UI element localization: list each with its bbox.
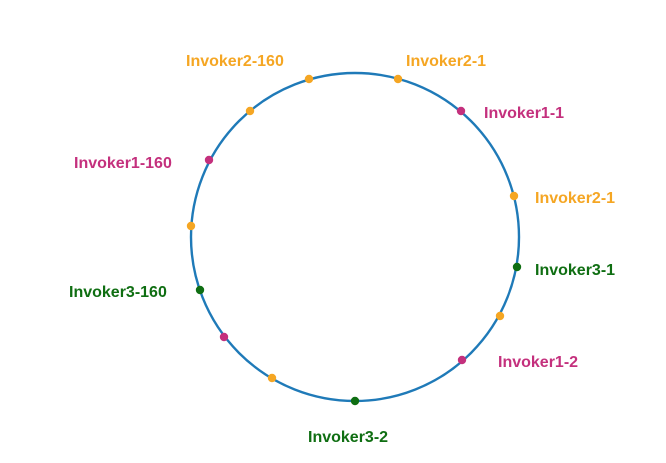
ring-node-invoker2-extra <box>267 373 277 383</box>
ring-node-invoker2-1 <box>393 74 403 84</box>
node-label-invoker3: Invoker3-160 <box>69 284 167 301</box>
ring-node-invoker2-5 <box>509 191 519 201</box>
ring-node-invoker3-9 <box>195 285 205 295</box>
node-label-invoker2: Invoker2-1 <box>535 190 615 207</box>
ring-node-invoker1-2 <box>456 106 466 116</box>
ring-node-invoker1-11 <box>457 355 467 365</box>
node-label-invoker2: Invoker2-1 <box>406 53 486 70</box>
ring-node-invoker3-6 <box>512 262 522 272</box>
node-label-invoker1: Invoker1-1 <box>484 105 564 122</box>
node-label-invoker3: Invoker3-1 <box>535 262 615 279</box>
node-label-invoker1: Invoker1-160 <box>74 155 172 172</box>
ring-node-invoker3-12 <box>350 396 360 406</box>
ring-node-invoker2-7 <box>186 221 196 231</box>
node-label-invoker2: Invoker2-160 <box>186 53 284 70</box>
ring-node-invoker1-8 <box>219 332 229 342</box>
ring-nodes <box>186 74 522 406</box>
ring-node-invoker2-0 <box>304 74 314 84</box>
ring-node-invoker1-4 <box>204 155 214 165</box>
node-label-invoker1: Invoker1-2 <box>498 354 578 371</box>
ring-node-invoker2-10 <box>495 311 505 321</box>
node-label-invoker3: Invoker3-2 <box>308 429 388 446</box>
ring-node-invoker2-3 <box>245 106 255 116</box>
hash-ring <box>189 71 521 403</box>
